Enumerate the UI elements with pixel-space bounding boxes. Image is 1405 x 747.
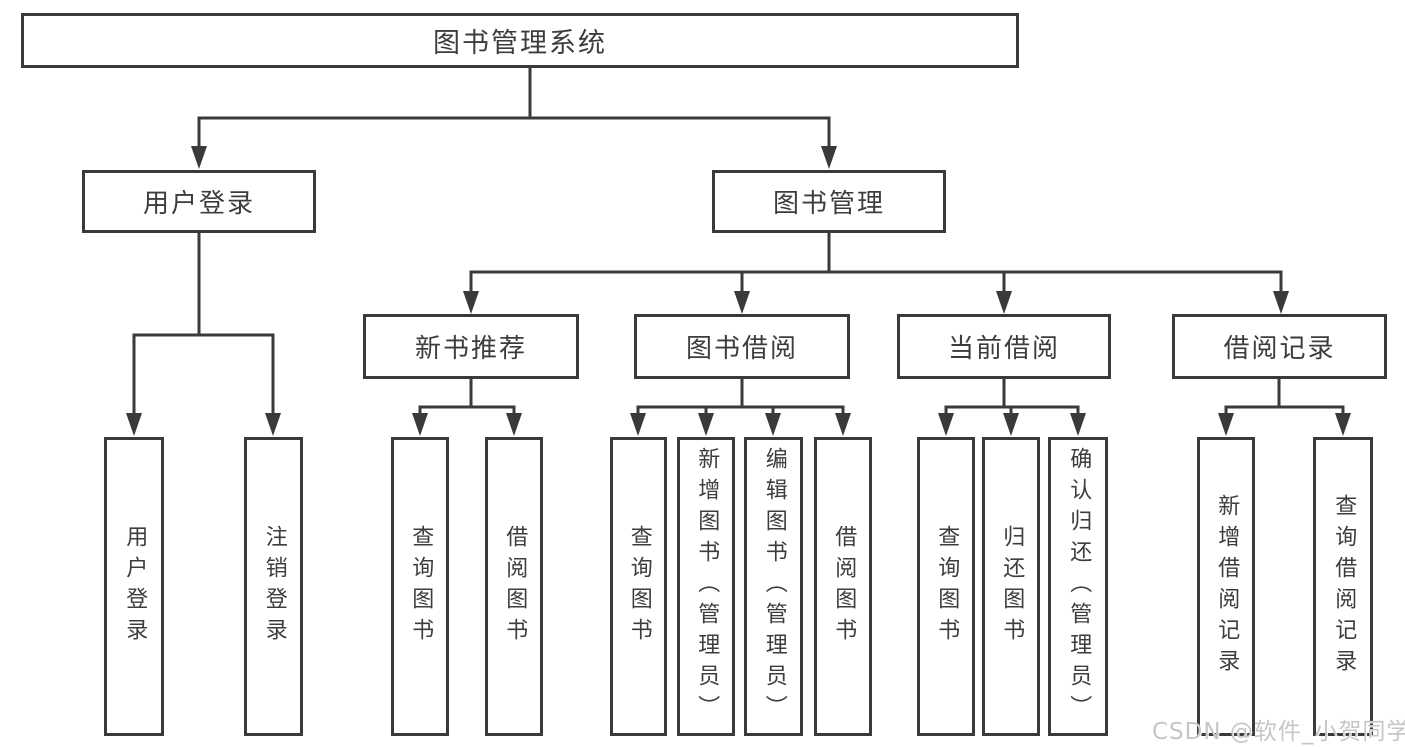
node-edit-book-admin-label: 编辑图书（管理员） [761, 447, 787, 726]
node-user-login: 用户登录 [82, 170, 316, 233]
node-new-book-recommend-label: 新书推荐 [414, 334, 527, 364]
node-query-borrow-record: 查询借阅记录 [1313, 437, 1373, 736]
node-query-borrow-record-label: 查询借阅记录 [1331, 493, 1357, 680]
arrowhead [1070, 413, 1086, 436]
arrowhead [765, 413, 781, 436]
arrowhead [506, 413, 522, 436]
arrowhead [698, 413, 714, 436]
arrowhead [938, 413, 954, 436]
node-current-borrowing-label: 当前借阅 [947, 334, 1060, 364]
arrowhead [1335, 413, 1351, 436]
node-borrow-books-recommend-label: 借阅图书 [502, 524, 528, 649]
arrowhead [412, 413, 428, 436]
node-confirm-return-admin: 确认归还（管理员） [1048, 437, 1108, 736]
arrowhead [821, 146, 837, 169]
node-current-borrowing: 当前借阅 [897, 314, 1111, 379]
arrowhead [1273, 291, 1289, 314]
node-borrow-books-borrowing: 借阅图书 [814, 437, 872, 736]
node-user-login-label: 用户登录 [142, 189, 255, 219]
node-book-borrowing-label: 图书借阅 [685, 334, 798, 364]
node-borrow-books-recommend: 借阅图书 [485, 437, 543, 736]
arrowhead [996, 291, 1012, 314]
node-query-books-recommend-label: 查询图书 [408, 524, 434, 649]
node-return-books: 归还图书 [982, 437, 1040, 736]
node-root-label: 图书管理系统 [433, 28, 607, 59]
node-logout-leaf: 注销登录 [244, 437, 303, 736]
arrowhead [734, 291, 750, 314]
node-borrowing-records: 借阅记录 [1172, 314, 1387, 379]
arrowhead [1003, 413, 1019, 436]
node-borrowing-records-label: 借阅记录 [1223, 334, 1336, 364]
node-query-books-current-label: 查询图书 [934, 524, 960, 649]
connectors-group [126, 66, 1351, 436]
node-confirm-return-admin-label: 确认归还（管理员） [1066, 447, 1092, 726]
node-add-borrow-record: 新增借阅记录 [1197, 437, 1255, 736]
node-query-books-borrowing: 查询图书 [610, 437, 667, 736]
node-user-login-leaf-label: 用户登录 [122, 524, 148, 649]
arrowhead [835, 413, 851, 436]
node-book-management-label: 图书管理 [772, 189, 885, 219]
node-book-borrowing: 图书借阅 [634, 314, 850, 379]
arrowhead [126, 413, 142, 436]
arrowhead [265, 413, 281, 436]
arrowhead [1218, 413, 1234, 436]
node-book-management: 图书管理 [712, 170, 946, 233]
node-new-book-recommend: 新书推荐 [363, 314, 579, 379]
node-add-book-admin: 新增图书（管理员） [677, 437, 735, 736]
node-user-login-leaf: 用户登录 [104, 437, 164, 736]
arrowhead [630, 413, 646, 436]
node-query-books-borrowing-label: 查询图书 [626, 524, 652, 649]
node-edit-book-admin: 编辑图书（管理员） [744, 437, 803, 736]
node-query-books-current: 查询图书 [917, 437, 975, 736]
node-query-books-recommend: 查询图书 [391, 437, 449, 736]
arrowhead [191, 146, 207, 169]
node-borrow-books-borrowing-label: 借阅图书 [831, 524, 857, 649]
arrowhead [463, 291, 479, 314]
node-logout-leaf-label: 注销登录 [261, 524, 287, 649]
node-root: 图书管理系统 [21, 13, 1019, 68]
node-add-book-admin-label: 新增图书（管理员） [694, 447, 720, 726]
node-return-books-label: 归还图书 [999, 524, 1025, 649]
node-add-borrow-record-label: 新增借阅记录 [1214, 493, 1240, 680]
csdn-watermark: CSDN @软件_小贺同学 [1152, 719, 1405, 745]
